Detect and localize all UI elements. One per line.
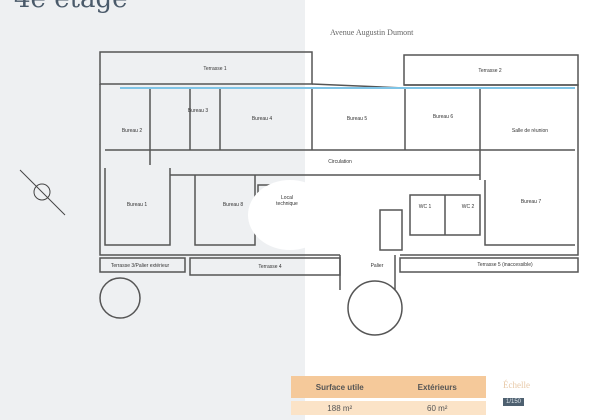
room-label: Bureau 4 xyxy=(252,116,273,122)
room-label: Bureau 6 xyxy=(433,114,454,120)
room-label: Bureau 3 xyxy=(188,108,209,114)
header-exterieurs: Extérieurs xyxy=(417,382,457,392)
room-label: technique xyxy=(276,201,298,207)
room-label: WC 1 xyxy=(419,204,432,210)
spiral-stair-left xyxy=(99,277,141,319)
stairs xyxy=(379,209,403,251)
palier-walls xyxy=(339,255,396,290)
room-label: Bureau 1 xyxy=(127,202,148,208)
room-label: Bureau 5 xyxy=(347,116,368,122)
spiral-stair-right xyxy=(347,280,403,336)
room-label: Terrasse 2 xyxy=(478,68,502,74)
interior-walls xyxy=(149,88,481,180)
room-label: Bureau 8 xyxy=(223,202,244,208)
scale-value: 1/150 xyxy=(503,398,525,406)
terrasse-1-outline xyxy=(99,51,313,85)
surface-table: Surface utile Extérieurs 188 m² 60 m² xyxy=(291,376,486,415)
room-labels: Terrasse 1 Terrasse 2 Bureau 2 Bureau 3 … xyxy=(111,66,548,270)
surface-table-row: 188 m² 60 m² xyxy=(291,401,486,415)
room-label: Bureau 7 xyxy=(521,199,542,205)
mask-blob xyxy=(248,180,332,250)
room-label: Terrasse 5 (inaccessible) xyxy=(477,262,533,268)
page-title: 4e étage xyxy=(14,0,128,14)
scale-indicator: Échelle 1/150 xyxy=(503,380,530,408)
room-label: Circulation xyxy=(328,159,352,165)
terrasse-5-outline xyxy=(399,257,579,273)
surface-table-header: Surface utile Extérieurs xyxy=(291,376,486,398)
value-surface-utile: 188 m² xyxy=(327,403,353,413)
outer-wall xyxy=(99,83,579,256)
room-label: Bureau 2 xyxy=(122,128,143,134)
value-exterieurs: 60 m² xyxy=(427,403,448,413)
room-label: Terrasse 4 xyxy=(258,264,282,270)
room-label: Palier xyxy=(371,263,384,269)
scale-label: Échelle xyxy=(503,380,530,390)
room-label: Salle de réunion xyxy=(512,128,548,134)
terrasse-3-outline xyxy=(99,257,186,273)
room-label: Terrasse 1 xyxy=(203,66,227,72)
room-label: Local xyxy=(281,195,293,201)
room-label: WC 2 xyxy=(462,204,475,210)
room-label: Terrasse 3/Palier extérieur xyxy=(111,263,170,269)
street-label: Avenue Augustin Dumont xyxy=(330,28,414,37)
compass-icon xyxy=(19,169,66,216)
header-surface-utile: Surface utile xyxy=(315,382,364,392)
